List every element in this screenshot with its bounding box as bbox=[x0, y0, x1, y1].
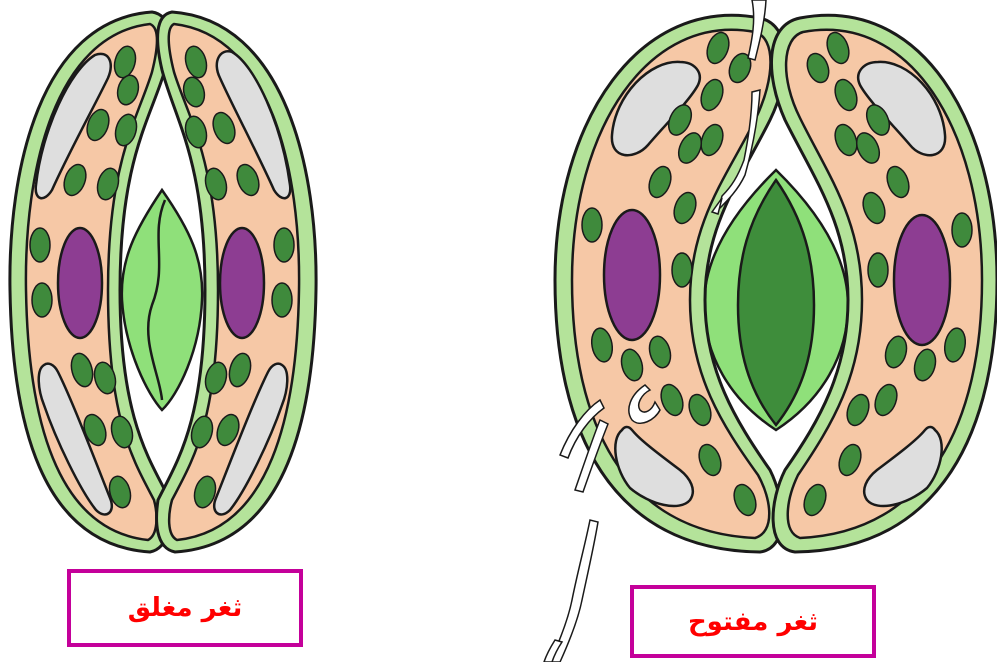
nucleus bbox=[220, 228, 264, 338]
nucleus bbox=[894, 215, 950, 345]
closed-stoma-label: ثغر مغلق bbox=[67, 569, 303, 647]
nucleus bbox=[58, 228, 102, 338]
open-stoma-label-text: ثغر مفتوح bbox=[688, 607, 818, 637]
closed-pore bbox=[122, 190, 202, 410]
closed-stoma bbox=[10, 12, 316, 552]
closed-stoma-label-text: ثغر مغلق bbox=[128, 593, 243, 623]
nucleus bbox=[604, 210, 660, 340]
open-stoma bbox=[544, 0, 997, 662]
open-stoma-label: ثغر مفتوح bbox=[630, 585, 876, 658]
